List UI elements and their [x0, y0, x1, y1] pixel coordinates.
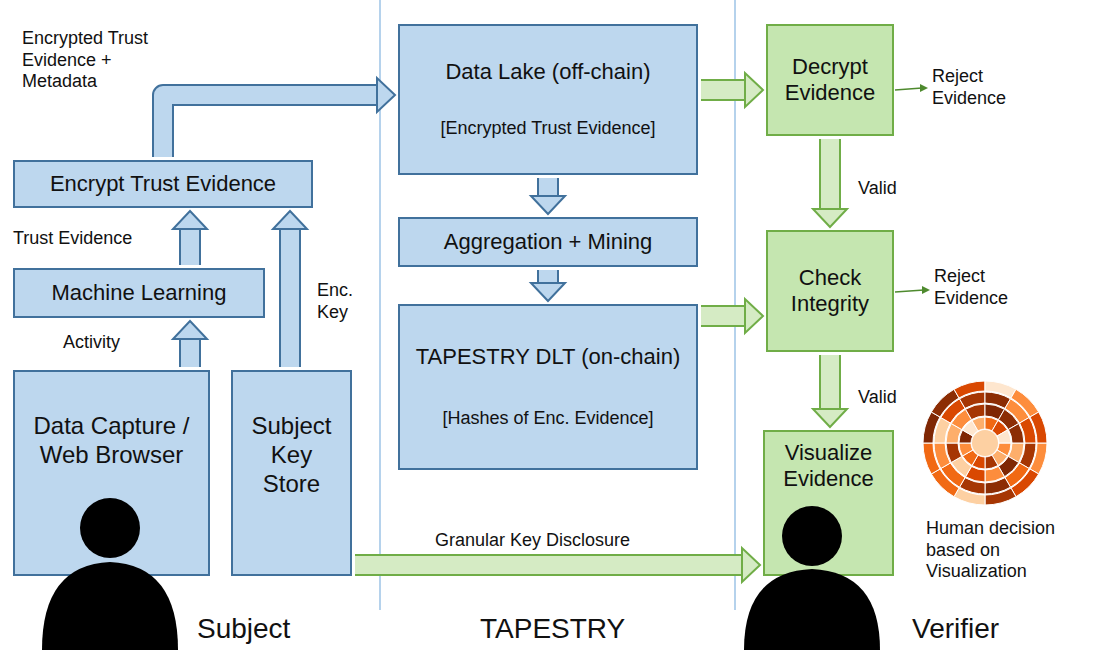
sunburst-segment — [931, 389, 959, 417]
process-box: TAPESTRY DLT (on-chain) [Hashes of Enc. E… — [398, 304, 698, 470]
reject-leader — [895, 84, 930, 294]
verifier-step-box: Visualize Evidence — [763, 430, 894, 576]
process-box: Encrypt Trust Evidence — [13, 160, 313, 208]
edge-label: Enc. Key — [317, 280, 365, 323]
edge-label: Encrypted Trust Evidence + Metadata — [22, 28, 150, 93]
sunburst-segment — [1030, 412, 1047, 443]
box-title: Data Capture / Web Browser — [21, 412, 202, 470]
lane-title: Subject — [197, 612, 290, 646]
sunburst-segment — [985, 381, 1016, 398]
edge-label: Valid — [858, 387, 897, 409]
sunburst-segment — [931, 469, 959, 497]
sunburst-segment — [1011, 389, 1039, 417]
block-arrow — [173, 321, 207, 367]
process-box: Data Capture / Web Browser — [13, 370, 210, 576]
sunburst-segment — [972, 417, 985, 431]
block-arrow — [701, 73, 763, 107]
person-silhouette — [744, 506, 880, 650]
process-box: Data Lake (off-chain) [Encrypted Trust Ev… — [398, 24, 698, 175]
lane-title: Verifier — [912, 612, 999, 646]
sunburst-center — [972, 430, 998, 456]
edge-label: Granular Key Disclosure — [435, 530, 630, 552]
block-arrow — [173, 211, 207, 265]
block-arrow — [273, 211, 307, 367]
box-body: [Hashes of Enc. Evidence] — [442, 408, 653, 430]
box-title: Visualize Evidence — [771, 440, 886, 493]
block-arrow — [701, 299, 763, 333]
box-title: Data Lake (off-chain) — [445, 59, 650, 85]
sunburst-segment — [997, 430, 1011, 443]
block-arrow — [813, 139, 847, 227]
verifier-step-box: Decrypt Evidence — [766, 24, 894, 136]
sunburst-segment — [985, 488, 1016, 505]
block-arrow — [531, 270, 565, 301]
box-title: Check Integrity — [774, 265, 886, 318]
box-title: Decrypt Evidence — [774, 54, 886, 107]
edge-label: Trust Evidence — [13, 228, 132, 250]
block-arrow — [355, 548, 760, 582]
sunburst-segment — [954, 488, 985, 505]
box-title: Aggregation + Mining — [444, 229, 653, 255]
block-arrow — [813, 355, 847, 427]
sunburst-segment — [954, 381, 985, 398]
sunburst-segment — [1030, 443, 1047, 474]
sunburst-segment — [1011, 469, 1039, 497]
sunburst-segment — [923, 443, 940, 474]
process-box: Aggregation + Mining — [398, 217, 698, 267]
edge-label: Valid — [858, 178, 897, 200]
process-box: Machine Learning — [13, 268, 265, 318]
person-silhouette — [42, 498, 178, 650]
sunburst-segment — [923, 412, 940, 443]
box-title: Machine Learning — [52, 280, 227, 306]
edge-label: Activity — [63, 332, 120, 354]
sunburst-segment — [959, 443, 973, 456]
box-title: Encrypt Trust Evidence — [50, 171, 276, 197]
lane-title: TAPESTRY — [480, 612, 625, 646]
verifier-step-box: Check Integrity — [766, 230, 894, 352]
block-arrow — [163, 78, 395, 157]
box-body: [Encrypted Trust Evidence] — [440, 118, 655, 140]
box-title: TAPESTRY DLT (on-chain) — [416, 344, 681, 370]
note-label: Reject Evidence — [932, 66, 1032, 109]
block-arrow — [531, 178, 565, 214]
note-label: Human decision based on Visualization — [926, 518, 1076, 583]
note-label: Reject Evidence — [934, 266, 1034, 309]
sunburst-segment — [985, 455, 998, 469]
sunburst-chart — [923, 381, 1047, 505]
box-title: Subject Key Store — [239, 412, 344, 498]
process-box: Subject Key Store — [231, 370, 352, 576]
